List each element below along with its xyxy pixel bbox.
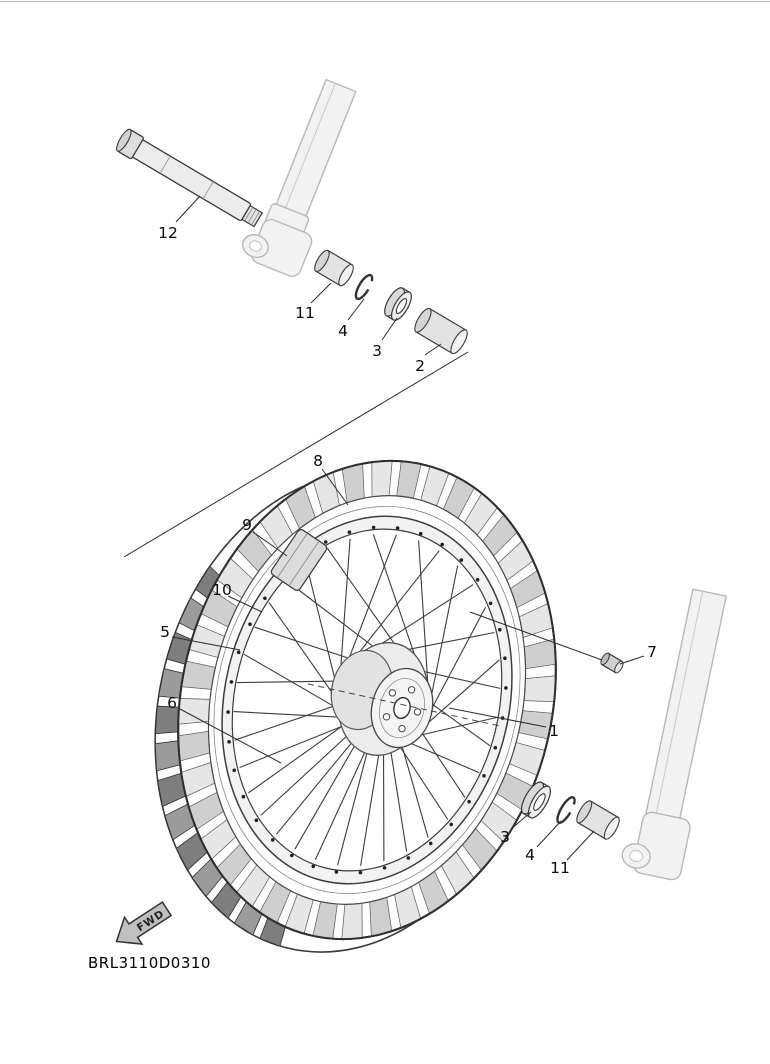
callout-hub: 1 [549, 722, 559, 740]
fork-lower-casting [242, 218, 313, 277]
callout-rim-band: 9 [242, 516, 252, 534]
assembly-axis-line [123, 351, 469, 558]
callout-collar-left: 11 [295, 304, 315, 322]
callout-spoke-outer: 5 [160, 623, 170, 641]
callout-spoke-inner: 6 [167, 694, 177, 712]
collar-spacer-part [414, 307, 468, 355]
callout-washer-left: 4 [338, 322, 348, 340]
tread-inner-edge [207, 495, 527, 905]
collar-left-part [314, 249, 354, 287]
hub-bolt [407, 686, 416, 694]
callout-collar-right: 11 [550, 859, 570, 877]
hub-centerline [307, 683, 501, 727]
fwd-arrow-icon [115, 901, 173, 945]
callouts: 12 11 4 3 2 8 9 10 5 6 7 1 3 4 11 [158, 224, 657, 877]
callout-washer-right: 4 [525, 846, 535, 864]
axle-hole [393, 696, 411, 720]
fwd-arrow: FWD [115, 901, 173, 945]
callout-bearing-left: 3 [372, 342, 382, 360]
callout-bearing-right: 3 [500, 828, 510, 846]
bearing-right-part [520, 781, 552, 819]
tire-outer-edge [177, 459, 557, 941]
washer-left-part [354, 273, 374, 301]
callout-axle: 12 [158, 224, 178, 242]
callout-nipple: 7 [647, 643, 657, 661]
spoke-nipple-part [600, 652, 624, 674]
callout-rim: 10 [212, 581, 232, 599]
hub-bolt [398, 724, 406, 733]
front-fork-right [621, 588, 728, 881]
wheel [154, 459, 557, 953]
hub-bolt [413, 708, 422, 716]
collar-right-part [576, 800, 620, 840]
tire-tread [177, 460, 557, 940]
front-axle-part [116, 128, 264, 228]
leader-lines [171, 195, 645, 861]
rim-band-part [270, 529, 328, 591]
diagram-code: BRL3110D0310 [88, 954, 211, 972]
hub [330, 642, 434, 756]
sidewall-line [213, 505, 521, 895]
bearing-left-part [384, 287, 412, 321]
hub-bolt [382, 713, 391, 721]
callout-tire: 8 [313, 452, 323, 470]
washer-right-part [556, 796, 576, 824]
fork-lower-casting-right [621, 811, 691, 881]
front-fork-upper [242, 78, 357, 277]
hub-bolt [388, 689, 397, 697]
callout-collar-spacer: 2 [415, 357, 425, 375]
